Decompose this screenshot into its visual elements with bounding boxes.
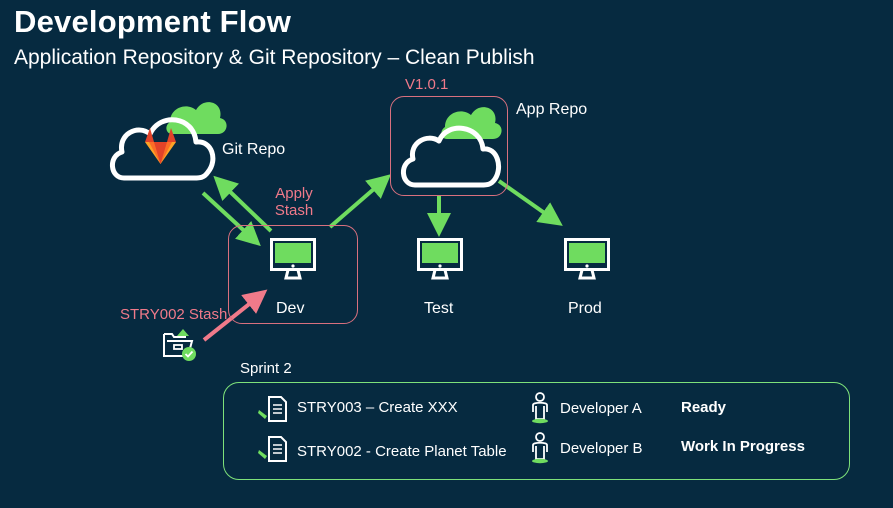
story-status: Ready: [681, 399, 727, 416]
arrow-dev-to-git: [213, 175, 273, 233]
developer-name: Developer B: [560, 440, 643, 457]
prod-label: Prod: [568, 300, 602, 317]
dev-node[interactable]: [228, 225, 358, 324]
app-repo-label: App Repo: [516, 101, 588, 118]
document-edit-icon: [258, 396, 287, 422]
document-edit-icon: [258, 436, 287, 462]
app-repo-version: V1.0.1: [405, 76, 449, 93]
git-repo-label: Git Repo: [222, 141, 286, 158]
page-title: Development Flow: [14, 4, 292, 39]
dev-label: Dev: [276, 300, 305, 317]
developer-name: Developer A: [560, 400, 642, 417]
sprint-board: [223, 382, 850, 480]
page-subtitle: Application Repository & Git Repository …: [14, 46, 535, 69]
story-status: Work In Progress: [681, 438, 805, 455]
app-repo-node[interactable]: [390, 96, 508, 196]
arrow-app-repo-to-prod: [497, 179, 563, 226]
gitlab-cloud-icon: [110, 102, 227, 181]
stash-label: STRY002 Stash: [120, 306, 228, 323]
arrow-git-to-dev: [201, 191, 261, 247]
apply-stash-line2: Stash: [274, 202, 314, 219]
prod-monitor-icon[interactable]: [564, 238, 610, 280]
story-row[interactable]: STRY002 - Create Planet Table Developer …: [258, 432, 838, 465]
git-repo-node[interactable]: [108, 90, 228, 186]
story-name: STRY003 – Create XXX: [297, 399, 458, 416]
dev-monitor-icon: [270, 238, 316, 280]
apply-stash-annotation: Apply Stash: [272, 185, 316, 219]
sprint-label: Sprint 2: [240, 360, 292, 377]
developer-icon: [532, 432, 548, 464]
test-monitor-icon[interactable]: [417, 238, 463, 280]
cloud-icon: [401, 107, 502, 188]
apply-stash-line1: Apply: [275, 185, 313, 202]
folder-check-icon[interactable]: [160, 328, 198, 362]
story-row[interactable]: STRY003 – Create XXX Developer A Ready: [258, 392, 838, 425]
developer-icon: [532, 392, 548, 424]
test-label: Test: [424, 300, 454, 317]
arrow-dev-to-app-repo: [328, 174, 392, 229]
story-name: STRY002 - Create Planet Table: [297, 443, 507, 460]
